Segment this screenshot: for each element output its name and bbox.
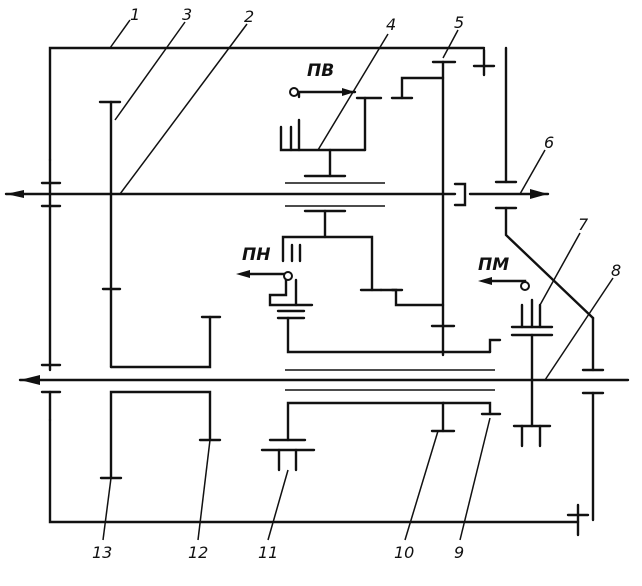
gear-5 (390, 60, 457, 357)
coupling-pn (236, 209, 502, 354)
label-10: 10 (394, 543, 414, 562)
label-5: 5 (454, 13, 464, 32)
label-3: 3 (182, 5, 192, 24)
label-8: 8 (611, 261, 621, 280)
lower-shaft (18, 369, 630, 391)
label-7: 7 (578, 215, 589, 234)
input-shaft (4, 182, 467, 207)
gear-9 (441, 401, 502, 416)
leader-lines (102, 19, 614, 541)
label-11: 11 (258, 543, 278, 562)
label-pn: ПН (242, 245, 270, 265)
gear-11 (260, 401, 445, 472)
housing (40, 46, 605, 537)
gear-13 (99, 390, 212, 480)
output-shaft (468, 189, 595, 320)
gear-3 (98, 100, 222, 369)
label-pv: ПВ (307, 61, 334, 81)
label-12: 12 (188, 543, 208, 562)
coupling-pm (478, 277, 595, 448)
label-4: 4 (386, 15, 396, 34)
label-1: 1 (130, 5, 140, 24)
label-13: 13 (92, 543, 112, 562)
coupling-4 (279, 87, 383, 178)
label-9: 9 (454, 543, 464, 562)
label-pm: ПМ (478, 255, 509, 275)
label-2: 2 (244, 7, 254, 26)
label-6: 6 (544, 133, 554, 152)
